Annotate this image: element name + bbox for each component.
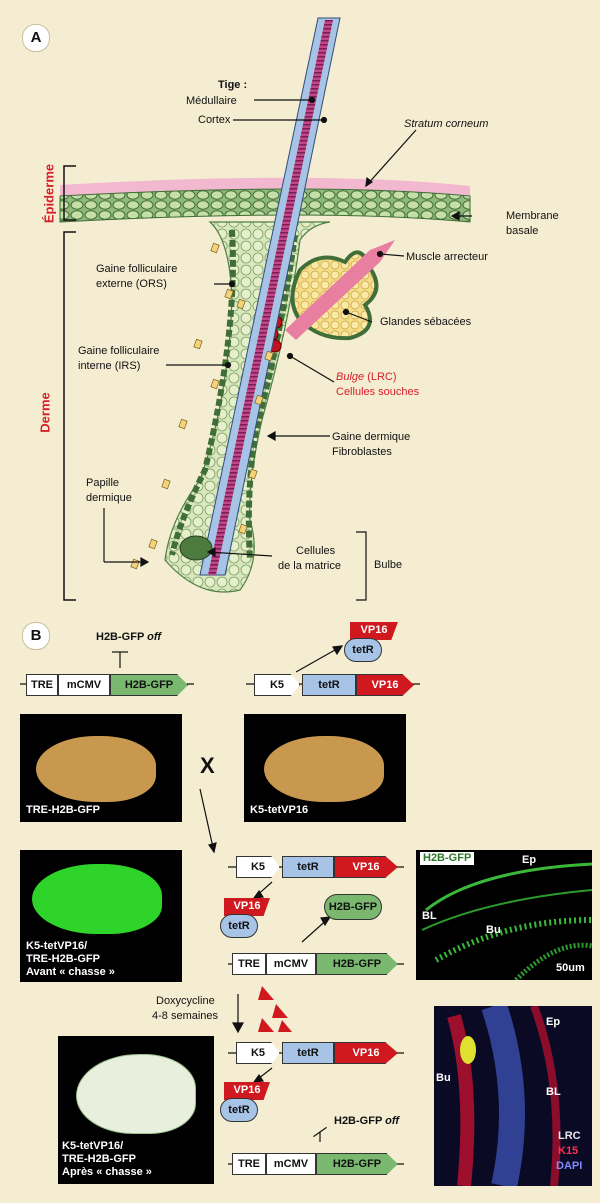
h2b-gfp-box-2: H2B-GFP [316,953,398,975]
derme-bracket [63,231,76,601]
mcmv-box: mCMV [58,674,110,696]
irs-label-1: Gaine folliculaire [78,345,160,357]
doxy-label-1: Doxycycline [156,995,215,1007]
muscle-arrector [285,240,395,340]
photo-k5-caption: K5-tetVP16 [250,804,309,816]
bulge-label-2: Cellules souches [336,386,420,398]
matrice-label-2: de la matrice [278,560,341,572]
tre-box-2: TRE [232,953,266,975]
tetr-box-3: tetR [282,1042,334,1064]
micrograph-2-ep: Ep [546,1016,561,1028]
hair-follicle-diagram [59,17,472,601]
gaine-dermique-label-2: Fibroblastes [332,446,392,458]
matrice-label-1: Cellules [296,545,336,557]
tre-box: TRE [26,674,58,696]
membrane-basale-label-2: basale [506,225,539,237]
h2b-off-label-bottom: H2B-GFP off [334,1115,400,1127]
tetr-box-2: tetR [282,856,334,878]
vp16-box: VP16 [356,674,414,696]
derme-label: Derme [37,392,53,433]
micrograph-2-texture [447,1006,561,1186]
k5-box-2: K5 [236,856,280,878]
fibroblasts [130,242,274,570]
doxy-label-2: 4-8 semaines [152,1010,219,1022]
tre-box-3: TRE [232,1153,266,1175]
photo-k5-tetvp16: K5-tetVP16 [244,714,406,822]
k5-box: K5 [254,674,300,696]
membrane-basale-label-1: Membrane [506,210,559,222]
tetr-box: tetR [302,674,356,696]
papille-label-1: Papille [86,477,120,489]
panel-b: B H2B-GFP off TRE mCMV H2B-GFP [0,612,600,1203]
h2b-gfp-box-3: H2B-GFP [316,1153,398,1175]
panel-a: A [0,0,600,612]
pointer-lines [103,96,472,568]
tetr-protein-2: tetR [220,914,258,938]
papille-label-2: dermique [86,492,132,504]
epiderme-label: Épiderme [41,163,57,224]
vp16-box-3: VP16 [334,1042,398,1064]
mcmv-box-2: mCMV [266,953,316,975]
mouse-pup-shape [264,736,384,802]
epidermis-layer [59,188,471,223]
panel-b-label: B [22,622,50,650]
mouse-pup-gfp-shape [32,864,162,934]
micrograph-1-bl: BL [422,910,437,922]
h2b-off-label-top: H2B-GFP off [96,631,162,643]
avant-caption-1: K5-tetVP16/ [26,940,88,952]
h2b-gfp-box: H2B-GFP [110,674,188,696]
stratum-corneum-label: Stratum corneum [404,118,489,130]
micrograph-lrc-k15-dapi: Bu Ep BL LRC K15 DAPI [434,1006,592,1186]
mcmv-box-3: mCMV [266,1153,316,1175]
tige-title: Tige : [218,79,248,91]
ors-label-1: Gaine folliculaire [96,263,178,275]
photo-tre-caption: TRE-H2B-GFP [26,804,100,816]
tetr-protein-3: tetR [220,1098,258,1122]
photo-tre-h2b-gfp: TRE-H2B-GFP [20,714,182,822]
apres-caption-2: TRE-H2B-GFP [62,1153,136,1165]
doxycycline-triangles [258,986,292,1032]
micrograph-1-title: H2B-GFP [420,852,475,865]
cortex-label: Cortex [198,114,231,126]
micrograph-2-dapi: DAPI [556,1160,583,1172]
vp16-protein-top: VP16 [350,622,398,640]
micrograph-2-lrc: LRC [558,1130,581,1142]
photo-apres-chasse: K5-tetVP16/ TRE-H2B-GFP Après « chasse » [58,1036,214,1184]
micrograph-2-bl: BL [546,1086,561,1098]
muscle-label: Muscle arrecteur [406,251,488,263]
micrograph-h2b-gfp: H2B-GFP Ep BL Bu 50um [416,850,592,980]
h2b-gfp-protein: H2B-GFP [324,894,382,920]
tetr-protein-top: tetR [344,638,382,662]
ors-label-2: externe (ORS) [96,278,167,290]
micrograph-2-bu: Bu [436,1072,451,1084]
medullaire-label: Médullaire [186,95,237,107]
apres-caption-1: K5-tetVP16/ [62,1140,124,1152]
apres-caption-3: Après « chasse » [62,1166,152,1178]
k5-box-3: K5 [236,1042,280,1064]
vp16-protein-2: VP16 [224,898,270,916]
micrograph-1-ep: Ep [522,854,537,866]
micrograph-1-texture [421,862,592,980]
micrograph-1-bu: Bu [486,924,501,936]
gaine-dermique-label-1: Gaine dermique [332,431,411,443]
vp16-box-2: VP16 [334,856,398,878]
panel-a-label: A [22,24,50,52]
dermal-papilla [179,535,213,561]
photo-avant-chasse: K5-tetVP16/ TRE-H2B-GFP Avant « chasse » [20,850,182,982]
epiderme-bracket [63,165,76,221]
bulge-label-1: Bulge (LRC) [336,371,397,383]
micrograph-2-k15: K15 [558,1145,579,1157]
bulbe-bracket [356,531,367,601]
vp16-protein-3: VP16 [224,1082,270,1100]
bulbe-label: Bulbe [374,559,403,571]
micrograph-1-scale: 50um [556,962,585,974]
cross-symbol: X [200,753,215,778]
hair-medulla [208,20,333,575]
avant-caption-2: TRE-H2B-GFP [26,953,100,965]
glandes-label: Glandes sébacées [380,316,472,328]
irs-label-2: interne (IRS) [78,360,141,372]
mouse-adult-shape [76,1054,196,1134]
avant-caption-3: Avant « chasse » [26,966,115,978]
mouse-pup-shape [36,736,156,802]
